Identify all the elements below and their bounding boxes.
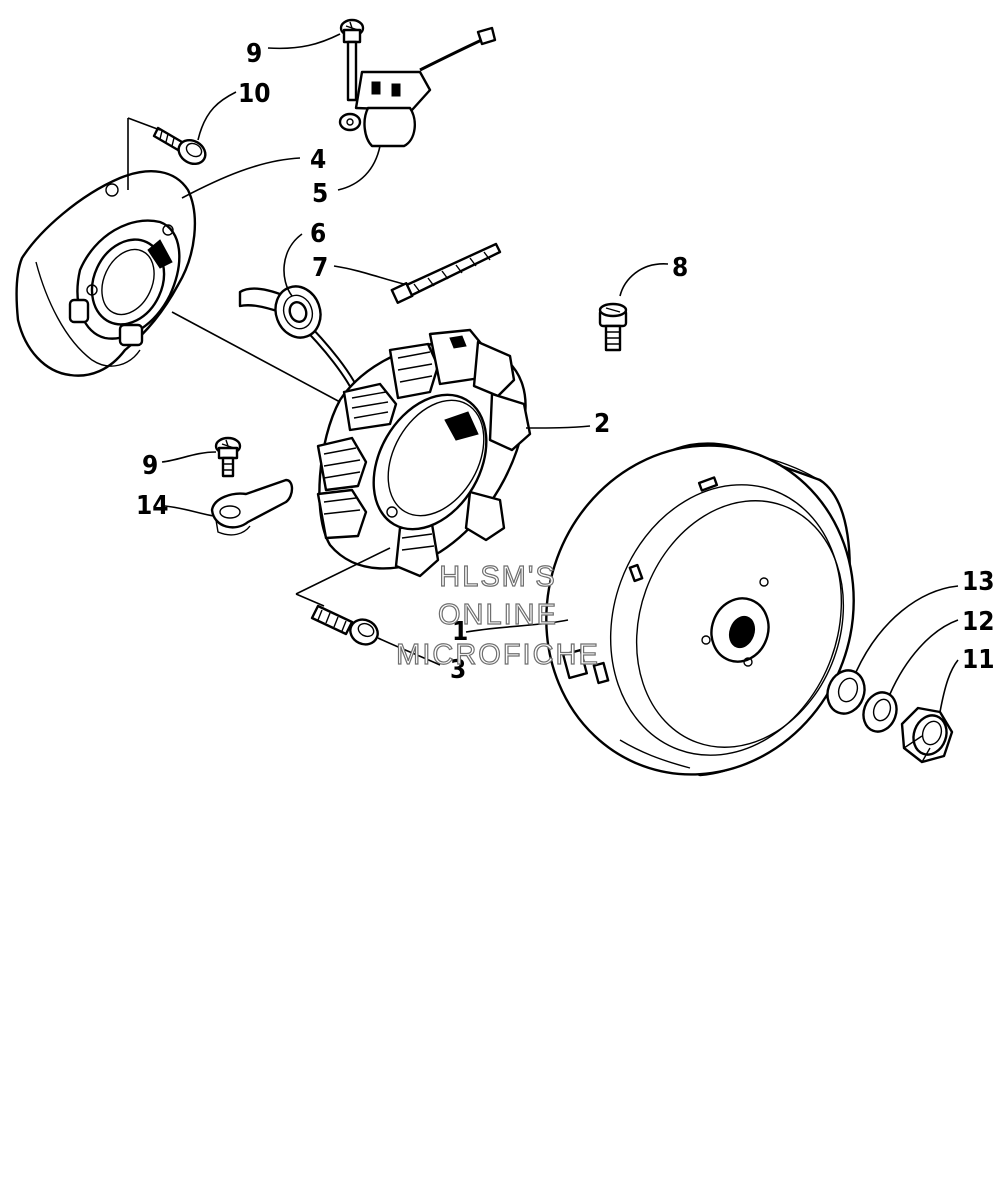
screw-9-mid: [214, 436, 242, 478]
screw-9-top: [339, 18, 365, 102]
bolt-8: [598, 302, 628, 352]
label-5: 5: [312, 179, 328, 209]
stator: [316, 328, 532, 578]
pulser-coil: [338, 26, 497, 148]
leader-lines: [127, 33, 959, 713]
watermark-line-1: HLSM'S: [439, 561, 556, 593]
label-1: 1: [452, 617, 468, 647]
label-9-mid: 9: [142, 451, 158, 481]
screw-3: [310, 604, 379, 646]
label-12: 12: [962, 607, 995, 637]
label-7: 7: [312, 253, 328, 283]
washer-13: [826, 669, 866, 715]
lock-washer-12: [862, 691, 898, 733]
flywheel: [545, 442, 855, 777]
cable-tie: [390, 242, 502, 304]
screw-10: [152, 126, 207, 166]
stator-base-plate: [15, 170, 197, 377]
label-14: 14: [136, 491, 169, 521]
label-8: 8: [672, 253, 688, 283]
clamp: [210, 478, 294, 536]
watermark: HLSM'S ONLINE MICROFICHE: [396, 560, 600, 671]
nut-11: [900, 706, 954, 764]
part-labels: 9 10 4 5 6 7 8 2 9 14 13 12 1 11 3: [136, 39, 995, 685]
label-4: 4: [310, 145, 326, 175]
label-13: 13: [962, 567, 995, 597]
label-6: 6: [310, 219, 326, 249]
label-9-top: 9: [246, 39, 262, 69]
label-11: 11: [962, 645, 995, 675]
label-3: 3: [450, 655, 466, 685]
label-2: 2: [594, 409, 610, 439]
watermark-line-3: MICROFICHE: [396, 639, 600, 671]
watermark-line-2: ONLINE: [438, 599, 558, 631]
grommet: [238, 285, 364, 402]
label-10: 10: [238, 79, 271, 109]
